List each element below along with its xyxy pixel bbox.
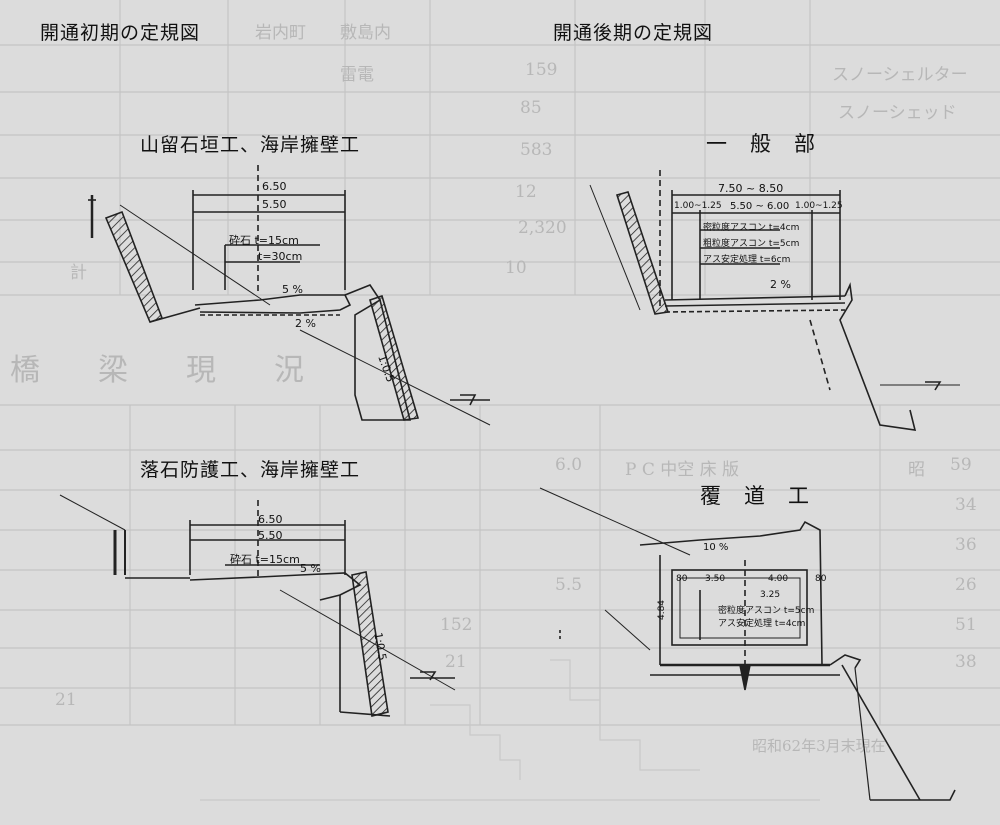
background-word: 152 xyxy=(440,615,473,635)
background-word: 5.5 xyxy=(555,575,583,595)
note-tl-slope1: 5 % xyxy=(282,283,303,296)
drawing-top-left xyxy=(88,165,491,426)
dim-br-shoulder-r: 80 xyxy=(815,574,827,584)
background-word: 38 xyxy=(955,652,977,672)
dim-tl-total: 6.50 xyxy=(262,180,287,193)
drawing-bottom-right xyxy=(539,487,956,801)
background-word: 21 xyxy=(55,690,77,710)
background-word: 12 xyxy=(515,182,537,202)
section-title-bottom-right: 覆 道 工 xyxy=(700,484,810,508)
background-word: 36 xyxy=(955,535,977,555)
note-tr-pave1: 密粒度アスコン t=4cm xyxy=(703,223,800,233)
dim-tr-road: 5.50 ~ 6.00 xyxy=(730,201,790,212)
background-table-title: 橋 梁 現 況 xyxy=(10,353,318,388)
background-word: 85 xyxy=(520,98,542,118)
note-br-slope: 10 % xyxy=(703,542,729,553)
section-title-bottom-left: 落石防護工、海岸擁壁工 xyxy=(140,459,361,481)
dim-bl-total: 6.50 xyxy=(258,513,283,526)
drawing-top-right xyxy=(589,170,960,431)
dim-tr-shoulder-l: 1.00~1.25 xyxy=(674,201,722,211)
heading-early: 開通初期の定規図 xyxy=(40,22,201,44)
note-br-pave2: アス安定処理 t=4cm xyxy=(718,619,806,629)
note-tr-slope: 2 % xyxy=(770,278,791,291)
note-tl-pave1: 砕石 t=15cm xyxy=(229,234,299,247)
dim-br-width-l: 3.50 xyxy=(705,574,726,584)
note-tr-pave3: アス安定処理 t=6cm xyxy=(703,255,791,265)
background-word: 岩内町 xyxy=(255,23,306,43)
dim-tr-total: 7.50 ~ 8.50 xyxy=(718,182,784,195)
background-word: 昭和62年3月末現在 xyxy=(752,737,886,755)
background-word: スノーシェッド xyxy=(838,103,957,123)
section-title-top-right: 一 般 部 xyxy=(706,132,816,156)
background-word: 昭 xyxy=(908,460,925,480)
note-tl-slope2: 2 % xyxy=(295,317,316,330)
section-title-top-left: 山留石垣工、海岸擁壁工 xyxy=(140,134,361,156)
note-bl-slope: 5 % xyxy=(300,562,321,575)
background-word: 159 xyxy=(525,60,558,80)
note-tr-pave2: 粗粒度アスコン t=5cm xyxy=(703,239,800,249)
background-word: 2,320 xyxy=(518,218,567,238)
background-word: 雷電 xyxy=(340,65,374,85)
drawing-bottom-left xyxy=(59,494,456,717)
background-word: 10 xyxy=(505,258,527,278)
note-br-pave1: 密粒度アスコン t=5cm xyxy=(718,606,815,616)
background-word: 6.0 xyxy=(555,455,583,475)
background-word: 59 xyxy=(950,455,972,475)
dim-br-height: 4.84 xyxy=(657,599,668,621)
background-word: 51 xyxy=(955,615,977,635)
dim-bl-road: 5.50 xyxy=(258,529,283,542)
heading-late: 開通後期の定規図 xyxy=(553,22,714,44)
background-word: 583 xyxy=(520,140,553,160)
background-word: 21 xyxy=(445,652,467,672)
note-tl-pave2: t=30cm xyxy=(258,250,303,263)
background-word: 34 xyxy=(955,495,977,515)
background-word: P C 中空 床 版 xyxy=(625,460,740,480)
note-bl-pave: 砕石 t=15cm xyxy=(230,553,300,566)
background-word: スノーシェルター xyxy=(832,65,968,85)
background-word: 26 xyxy=(955,575,977,595)
dim-br-width-mid: 3.25 xyxy=(760,590,781,600)
dim-br-width-r: 4.00 xyxy=(768,574,789,584)
dim-tl-road: 5.50 xyxy=(262,198,287,211)
background-word: 敷島内 xyxy=(340,23,391,43)
background-word: 計 xyxy=(70,263,87,283)
dim-br-shoulder-l: 80 xyxy=(676,574,688,584)
dim-tr-shoulder-r: 1.00~1.25 xyxy=(795,201,843,211)
